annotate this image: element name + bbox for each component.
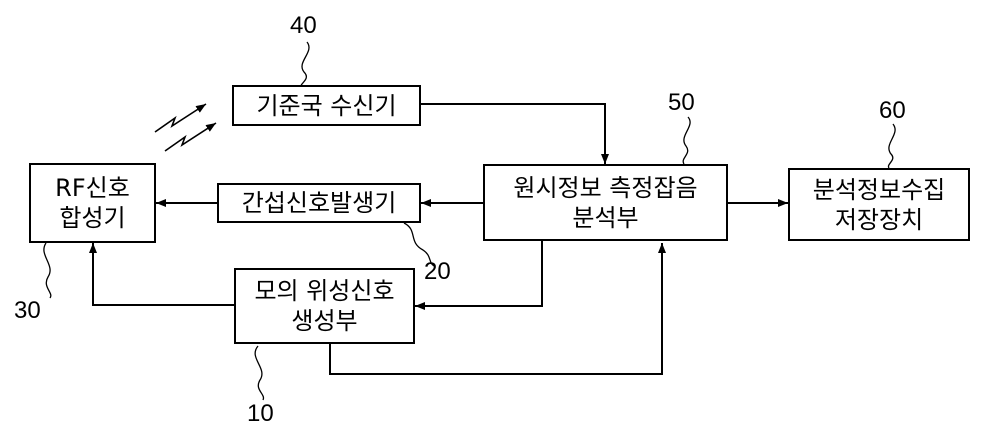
reference-receiver-label: 기준국 수신기	[256, 91, 396, 121]
leader-line-30	[44, 243, 51, 298]
sim-signal-gen-label-line1: 모의 위성신호	[254, 276, 394, 306]
arrow-receiver-to-analyzer	[421, 104, 605, 164]
ref-10: 10	[247, 400, 274, 428]
arrow-signal-gen-to-combiner	[93, 243, 234, 305]
interference-gen-block: 간섭신호발생기	[217, 183, 421, 223]
leader-line-50	[683, 117, 690, 164]
sim-signal-gen-label-line2: 생성부	[291, 306, 357, 336]
raw-info-analyzer-block: 원시정보 측정잡음 분석부	[483, 164, 728, 241]
wireless-signal-icon	[155, 104, 206, 132]
sim-signal-gen-block: 모의 위성신호 생성부	[234, 268, 415, 344]
rf-combiner-label-line1: RF신호	[55, 173, 130, 203]
raw-info-analyzer-label-line2: 분석부	[572, 203, 638, 233]
ref-30: 30	[14, 297, 41, 325]
interference-gen-label: 간섭신호발생기	[242, 188, 397, 218]
ref-40: 40	[290, 12, 317, 40]
ref-20: 20	[424, 258, 451, 286]
storage-block: 분석정보수집 저장장치	[788, 168, 970, 241]
reference-receiver-block: 기준국 수신기	[232, 85, 421, 126]
raw-info-analyzer-label-line1: 원시정보 측정잡음	[513, 173, 697, 203]
storage-label-line2: 저장장치	[835, 205, 923, 235]
ref-60: 60	[879, 97, 906, 125]
storage-label-line1: 분석정보수집	[813, 175, 945, 205]
wireless-signal-icon	[165, 123, 216, 151]
ref-50: 50	[668, 89, 695, 117]
leader-line-10	[255, 346, 263, 400]
leader-line-40	[301, 42, 309, 88]
rf-combiner-block: RF신호 합성기	[29, 163, 156, 243]
rf-combiner-label-line2: 합성기	[59, 203, 125, 233]
leader-line-60	[888, 124, 895, 168]
